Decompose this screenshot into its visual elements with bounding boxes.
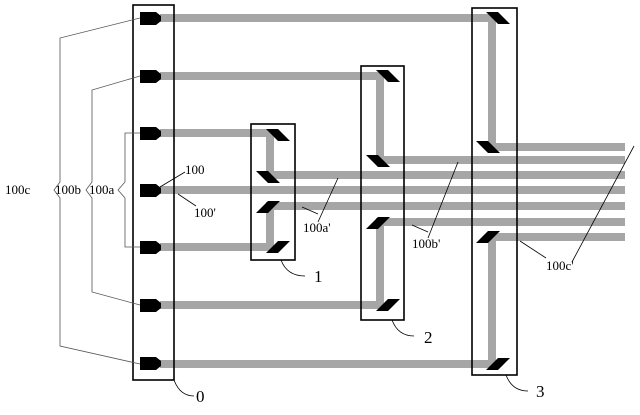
mirror-2b <box>366 155 390 167</box>
label-box-1: 1 <box>314 267 323 286</box>
mirror-1d <box>266 241 290 253</box>
beam-row-7 <box>160 233 625 368</box>
brace-100c <box>53 17 141 365</box>
emitter-7 <box>140 357 161 370</box>
beam-row-5 <box>160 202 625 251</box>
leader-100 <box>159 171 186 188</box>
mirror-1c <box>256 201 280 213</box>
beam-row-1 <box>160 14 625 151</box>
leader-100bp-long <box>427 161 459 239</box>
label-100a: 100a <box>89 182 115 197</box>
mirror-2d <box>376 299 400 311</box>
label-box-3: 3 <box>536 382 545 401</box>
label-100bp: 100b' <box>412 236 440 251</box>
mirror-1b <box>256 171 280 183</box>
mirror-1a <box>266 129 290 141</box>
label-100p: 100' <box>194 205 216 220</box>
mirrors <box>256 12 510 370</box>
emitter-6 <box>140 299 161 312</box>
emitter-4 <box>140 184 161 197</box>
mirror-2a <box>376 70 400 82</box>
emitter-2 <box>140 70 161 83</box>
braces <box>53 17 141 365</box>
label-100b: 100b <box>55 182 81 197</box>
leader-0 <box>173 379 195 397</box>
leader-100p <box>177 193 197 207</box>
emitter-1 <box>140 12 161 25</box>
mirror-3d <box>486 358 510 370</box>
emitter-3 <box>140 127 161 140</box>
brace-100a <box>117 132 140 248</box>
beam-row-3 <box>160 129 625 179</box>
leader-2 <box>391 319 415 337</box>
beam-row-2 <box>160 72 625 164</box>
label-100: 100 <box>185 162 205 177</box>
label-100c: 100c <box>5 182 31 197</box>
mirror-3b <box>476 141 500 153</box>
leader-100cp <box>519 240 547 259</box>
label-100ap: 100a' <box>303 220 331 235</box>
label-100cp: 100c' <box>546 258 574 273</box>
leader-1 <box>280 259 306 277</box>
brace-100b <box>85 75 141 306</box>
mirror-2c <box>366 217 390 229</box>
leader-100ap <box>301 206 319 215</box>
label-box-0: 0 <box>196 387 205 406</box>
box-0 <box>132 4 175 381</box>
box-3 <box>471 7 518 376</box>
beam-paths <box>160 14 625 368</box>
leader-100ap-long <box>317 177 339 223</box>
mirror-3c <box>476 231 500 243</box>
leader-3 <box>505 374 529 392</box>
mirror-3a <box>486 12 510 24</box>
emitter-5 <box>140 241 161 254</box>
label-box-2: 2 <box>424 328 433 347</box>
leader-100cp-long <box>571 145 635 263</box>
box-2 <box>360 65 405 321</box>
box-1 <box>250 123 296 261</box>
leader-100bp <box>411 224 429 233</box>
beam-row-6 <box>160 218 625 309</box>
emitters <box>140 12 161 370</box>
